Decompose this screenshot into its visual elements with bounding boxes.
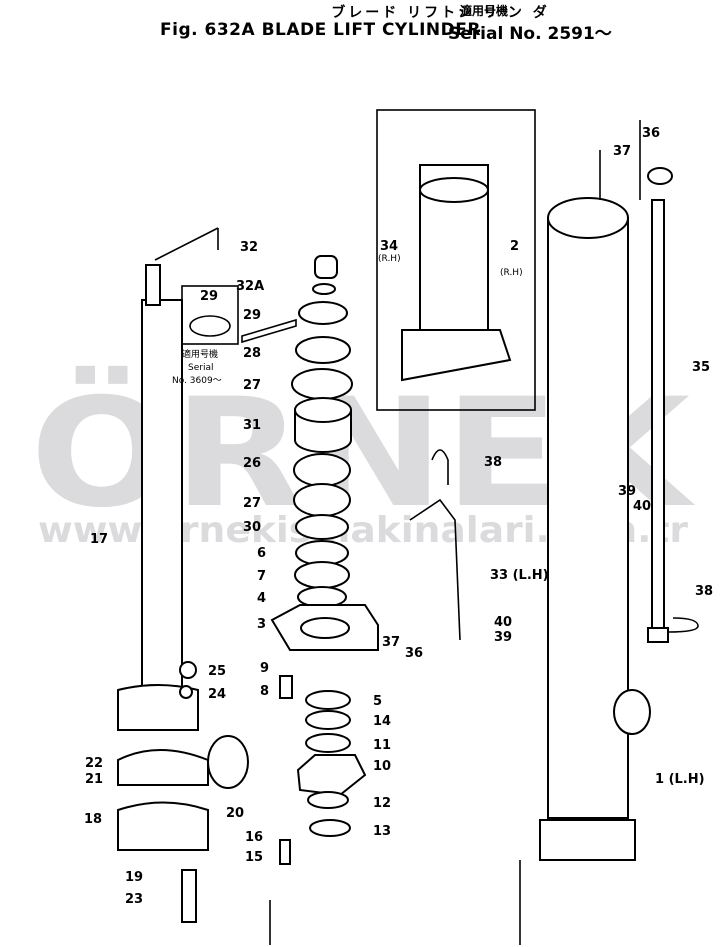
callout: 13	[373, 824, 391, 839]
callout: 15	[245, 850, 263, 865]
callout: 35	[692, 360, 710, 375]
callout: 21	[85, 772, 103, 787]
callout: 3	[257, 617, 266, 632]
callout: 17	[90, 532, 108, 547]
callout: 10	[373, 759, 391, 774]
callouts: 32 32A 29 28 27 31 26 27 30 6 7 4 3 9 8 …	[84, 126, 713, 907]
inset-note-jp: 適用号機	[182, 348, 218, 360]
callout: 1 (L.H)	[655, 772, 705, 787]
callout: 25	[208, 664, 226, 679]
callout: 22	[85, 756, 103, 771]
callout: (R.H)	[378, 254, 401, 264]
callout: 12	[373, 796, 391, 811]
serial-number: Serial No. 2591～	[448, 24, 612, 44]
callout: 39	[618, 484, 636, 499]
callout: 8	[260, 684, 269, 699]
callout: 32	[240, 240, 258, 255]
callout: 18	[84, 812, 102, 827]
callout: 11	[373, 738, 391, 753]
callout: 38	[484, 455, 502, 470]
seal-stack	[269, 255, 379, 945]
applicable-jp: 適用号機	[460, 4, 509, 18]
callout: 23	[125, 892, 143, 907]
inset-note-no: No. 3609～	[172, 376, 222, 386]
callout: 32A	[236, 279, 264, 294]
inset-part-number: 29	[200, 289, 218, 304]
rh-detail-box	[376, 109, 536, 411]
callout: 40	[633, 499, 651, 514]
callout: 19	[125, 870, 143, 885]
callout: 2	[510, 239, 519, 254]
callout: 20	[226, 806, 244, 821]
callout: 26	[243, 456, 261, 471]
callout: 33 (L.H)	[490, 568, 549, 583]
callout: 37	[613, 144, 631, 159]
callout: 4	[257, 591, 266, 606]
serial-applicability: 適用号機 Serial No. 2591～	[448, 2, 612, 44]
lh-cylinder	[519, 120, 699, 945]
callout: 36	[642, 126, 660, 141]
callout: 14	[373, 714, 391, 729]
inset-note-serial: Serial	[188, 363, 213, 373]
figure-title: Fig. 632A BLADE LIFT CYLINDER	[160, 20, 481, 40]
callout: 29	[243, 308, 261, 323]
callout: 30	[243, 520, 261, 535]
callout: 37	[382, 635, 400, 650]
callout: 27	[243, 378, 261, 393]
callout: 40	[494, 615, 512, 630]
callout: 7	[257, 569, 266, 584]
callout: 24	[208, 687, 226, 702]
callout: 39	[494, 630, 512, 645]
callout: 34	[380, 239, 398, 254]
title-japanese: ブレード リフトシ リ ン ダ	[331, 5, 550, 21]
callout: 36	[405, 646, 423, 661]
callout: 27	[243, 496, 261, 511]
callout: 31	[243, 418, 261, 433]
callout: 38	[695, 584, 713, 599]
callout: 28	[243, 346, 261, 361]
inset-box	[181, 285, 297, 345]
callout: 5	[373, 694, 382, 709]
callout: 6	[257, 546, 266, 561]
callout: 16	[245, 830, 263, 845]
piston-rod	[117, 227, 249, 923]
callout: (R.H)	[500, 268, 523, 278]
callout: 9	[260, 661, 269, 676]
